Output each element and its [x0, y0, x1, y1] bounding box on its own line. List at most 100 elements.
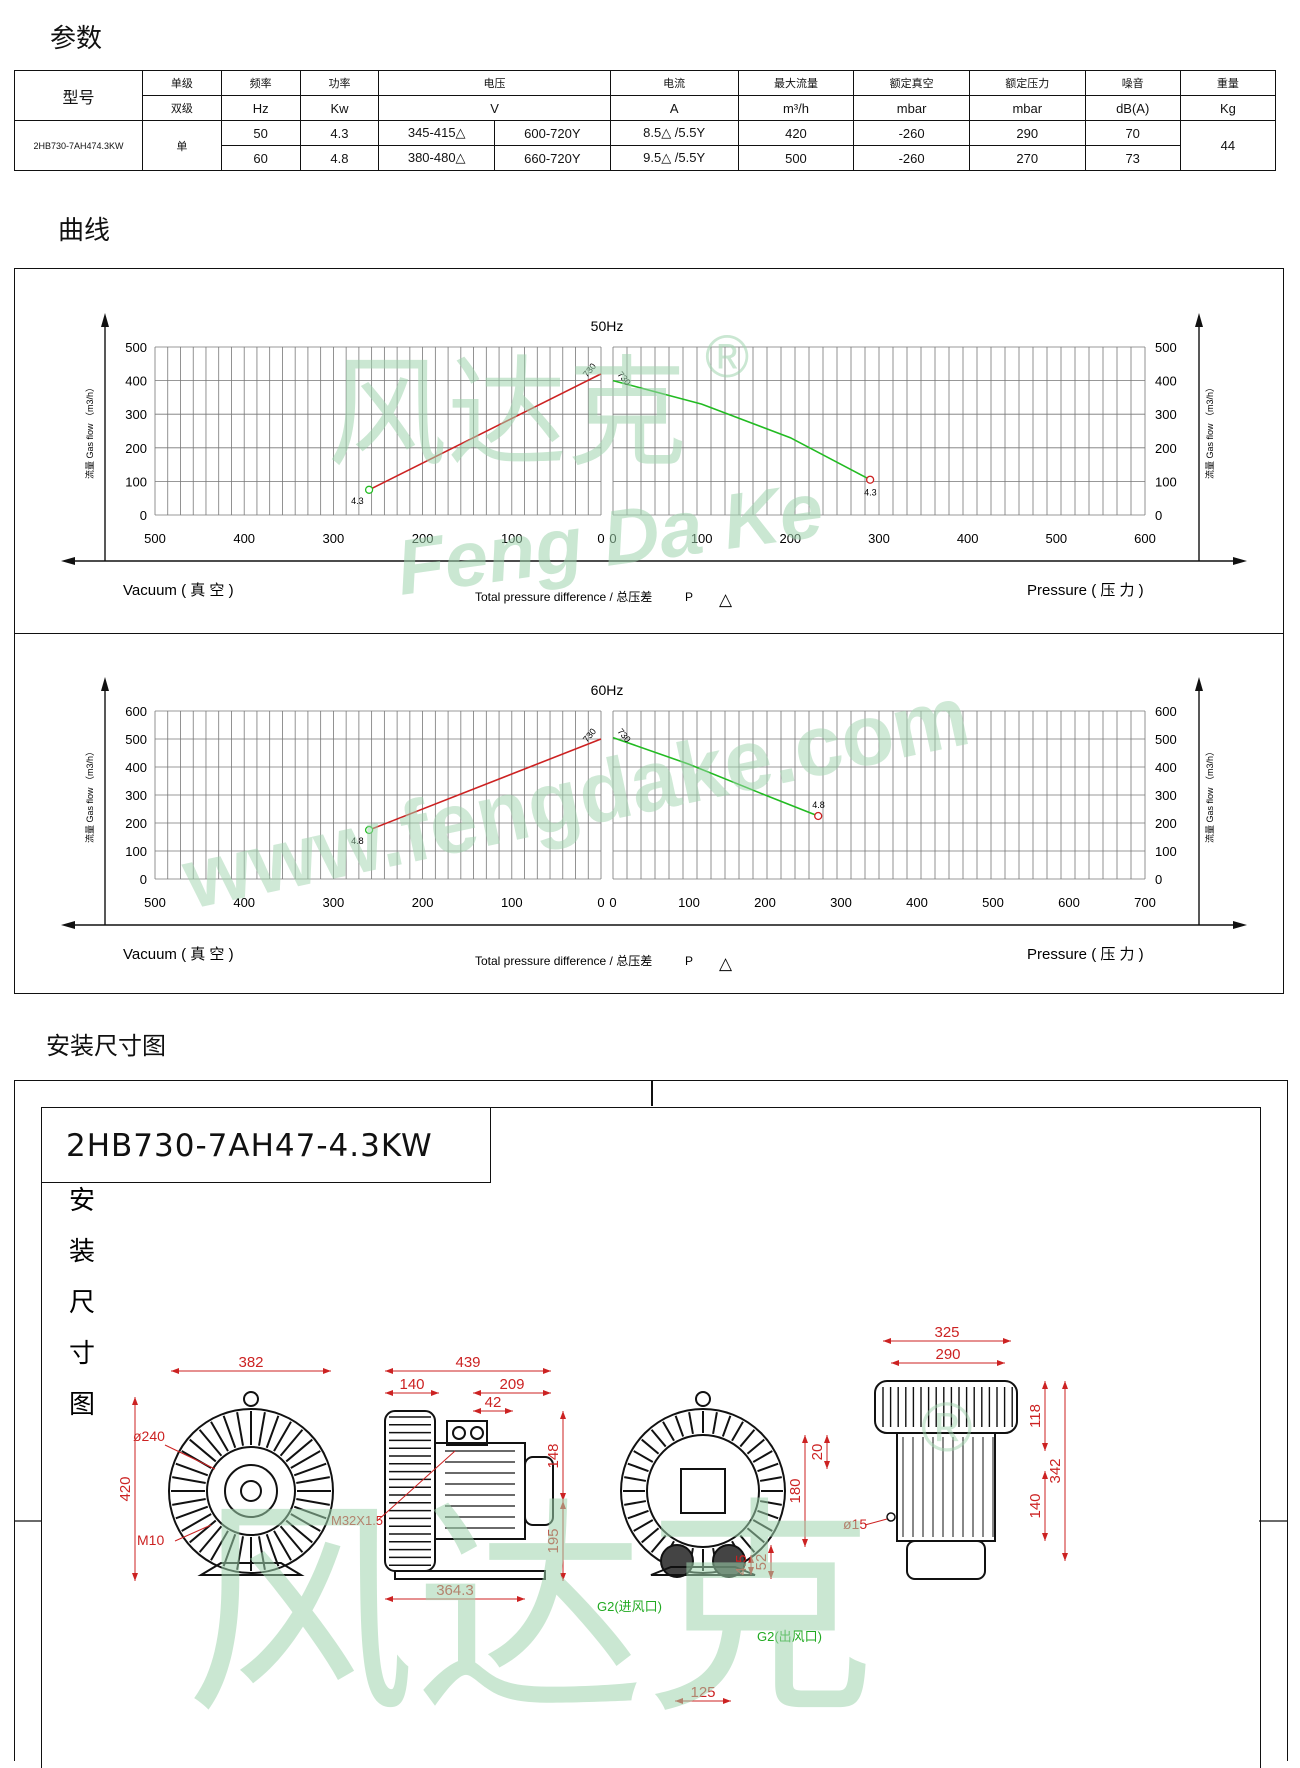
front-fin [189, 1438, 217, 1463]
side-text-char: 寸 [69, 1338, 95, 1368]
pressure-end-label: 4.3 [864, 488, 877, 498]
table-row-60-pressure: 270 [968, 145, 1086, 171]
dim-118: 118 [1027, 1381, 1048, 1451]
back-fin [752, 1519, 773, 1532]
drawing-frame: 2HB730-7AH47-4.3KW [41, 1107, 1261, 1768]
unit-dba: dB(A) [1084, 95, 1181, 121]
dim-439-arrow-b [543, 1368, 551, 1374]
dim-42-label: 42 [485, 1394, 502, 1411]
current-header: 电流 [609, 70, 739, 96]
front-fin [222, 1415, 237, 1449]
dim-195: 195 [545, 1501, 566, 1581]
vacuum-header: 额定真空 [853, 70, 970, 96]
dim-148: 148 [545, 1411, 566, 1501]
y-tick-label-left: 100 [125, 844, 147, 859]
params-section-title: 参数 [50, 24, 103, 54]
dim-dia-240: ø240 [133, 1428, 165, 1444]
front-fin [290, 1450, 321, 1469]
y-tick-label-left: 0 [140, 872, 147, 887]
dim-439-label: 439 [455, 1354, 480, 1371]
view-back [620, 1391, 786, 1578]
drawing-watermark-cn: 风达克 [185, 1483, 875, 1740]
unit-hz: Hz [220, 95, 301, 121]
y-tick-label-right: 100 [1155, 474, 1177, 489]
dim-342-arrow-a [1062, 1381, 1068, 1389]
back-fin [641, 1438, 660, 1455]
x-label-center-p: P [685, 954, 693, 968]
inlet-label: G2(进风口) [597, 1599, 662, 1614]
pressure-curve [612, 379, 871, 481]
back-fin [759, 1476, 782, 1482]
back-fin [624, 1476, 647, 1482]
dim-125-arrow-a [675, 1698, 683, 1704]
x-axis-right-arrow [1233, 557, 1247, 565]
dim-52-arrow-a [768, 1545, 774, 1553]
x-axis-right-arrow [1233, 921, 1247, 929]
back-fin [650, 1429, 667, 1448]
side-text-char: 尺 [69, 1287, 95, 1317]
dim-364-arrow-b [517, 1596, 525, 1602]
table-row-50-freq: 50 [220, 120, 301, 146]
y-axis-label-right: 流量 Gas flow （m3/h） [1204, 383, 1215, 479]
noise-header: 噪音 [1084, 70, 1181, 96]
x-tick-vacuum: 100 [501, 531, 523, 546]
x-label-pressure: Pressure ( 压 力 ) [1027, 582, 1144, 599]
back-fin [633, 1519, 654, 1532]
front-fin [198, 1525, 223, 1553]
table-row-50-flow: 420 [737, 120, 855, 146]
dim-42-arrow-a [473, 1408, 481, 1414]
x-tick-vacuum: 400 [233, 895, 255, 910]
front-fin [258, 1536, 266, 1570]
dim-382-label: 382 [238, 1354, 263, 1371]
dim-342: 342 [1047, 1381, 1068, 1561]
view-side [384, 1410, 554, 1580]
back-foot [650, 1566, 756, 1576]
table-row-50-v1: 345-415△ [378, 120, 496, 146]
back-fin [650, 1534, 667, 1553]
back-fin [627, 1462, 649, 1473]
dim-195-arrow-a [560, 1501, 566, 1509]
dim-4-5: 4.5 [733, 1555, 754, 1575]
x-label-center: Total pressure difference / 总压差 [475, 954, 652, 968]
dim-290: 290 [891, 1346, 1005, 1366]
dim-140-top: 140 [1027, 1471, 1048, 1541]
y-axis-left-arrow [101, 677, 109, 691]
back-fin [633, 1450, 654, 1463]
chart-title: 60Hz [591, 682, 624, 698]
stage-single-header: 单级 [141, 70, 222, 96]
front-fin [285, 1519, 313, 1544]
dim-42-arrow-b [505, 1408, 513, 1414]
drawing-watermark-reg: ® [921, 1388, 973, 1466]
y-tick-label-left: 400 [125, 760, 147, 775]
dim-382-arrow-a [171, 1368, 179, 1374]
front-hub [224, 1464, 278, 1518]
x-label-vacuum: Vacuum ( 真 空 ) [123, 945, 234, 963]
stage-double-header: 双级 [141, 95, 222, 121]
table-row-60-vacuum: -260 [853, 145, 970, 171]
back-fin [662, 1421, 675, 1442]
back-lift-eye [695, 1391, 711, 1407]
x-tick-vacuum: 500 [144, 531, 166, 546]
vacuum-curve [368, 373, 602, 491]
y-tick-label-right: 200 [1155, 816, 1177, 831]
unit-a: A [609, 95, 739, 121]
power-header: 功率 [299, 70, 380, 96]
freq-header: 频率 [220, 70, 301, 96]
dim-420-arrow-a [132, 1397, 138, 1405]
front-fin [222, 1533, 237, 1567]
front-fin [198, 1429, 223, 1457]
x-tick-pressure: 400 [906, 895, 928, 910]
table-row-60-current: 9.5△ /5.5Y [609, 145, 739, 171]
back-fin [627, 1509, 649, 1520]
back-fin [759, 1500, 782, 1506]
install-section-title: 安装尺寸图 [46, 1032, 166, 1060]
x-tick-pressure: 700 [1134, 895, 1156, 910]
back-housing [620, 1408, 786, 1574]
dim-180-arrow-b [802, 1539, 808, 1547]
y-tick-label-right: 600 [1155, 704, 1177, 719]
dim-290-arrow-b [997, 1360, 1005, 1366]
x-tick-pressure: 400 [957, 531, 979, 546]
